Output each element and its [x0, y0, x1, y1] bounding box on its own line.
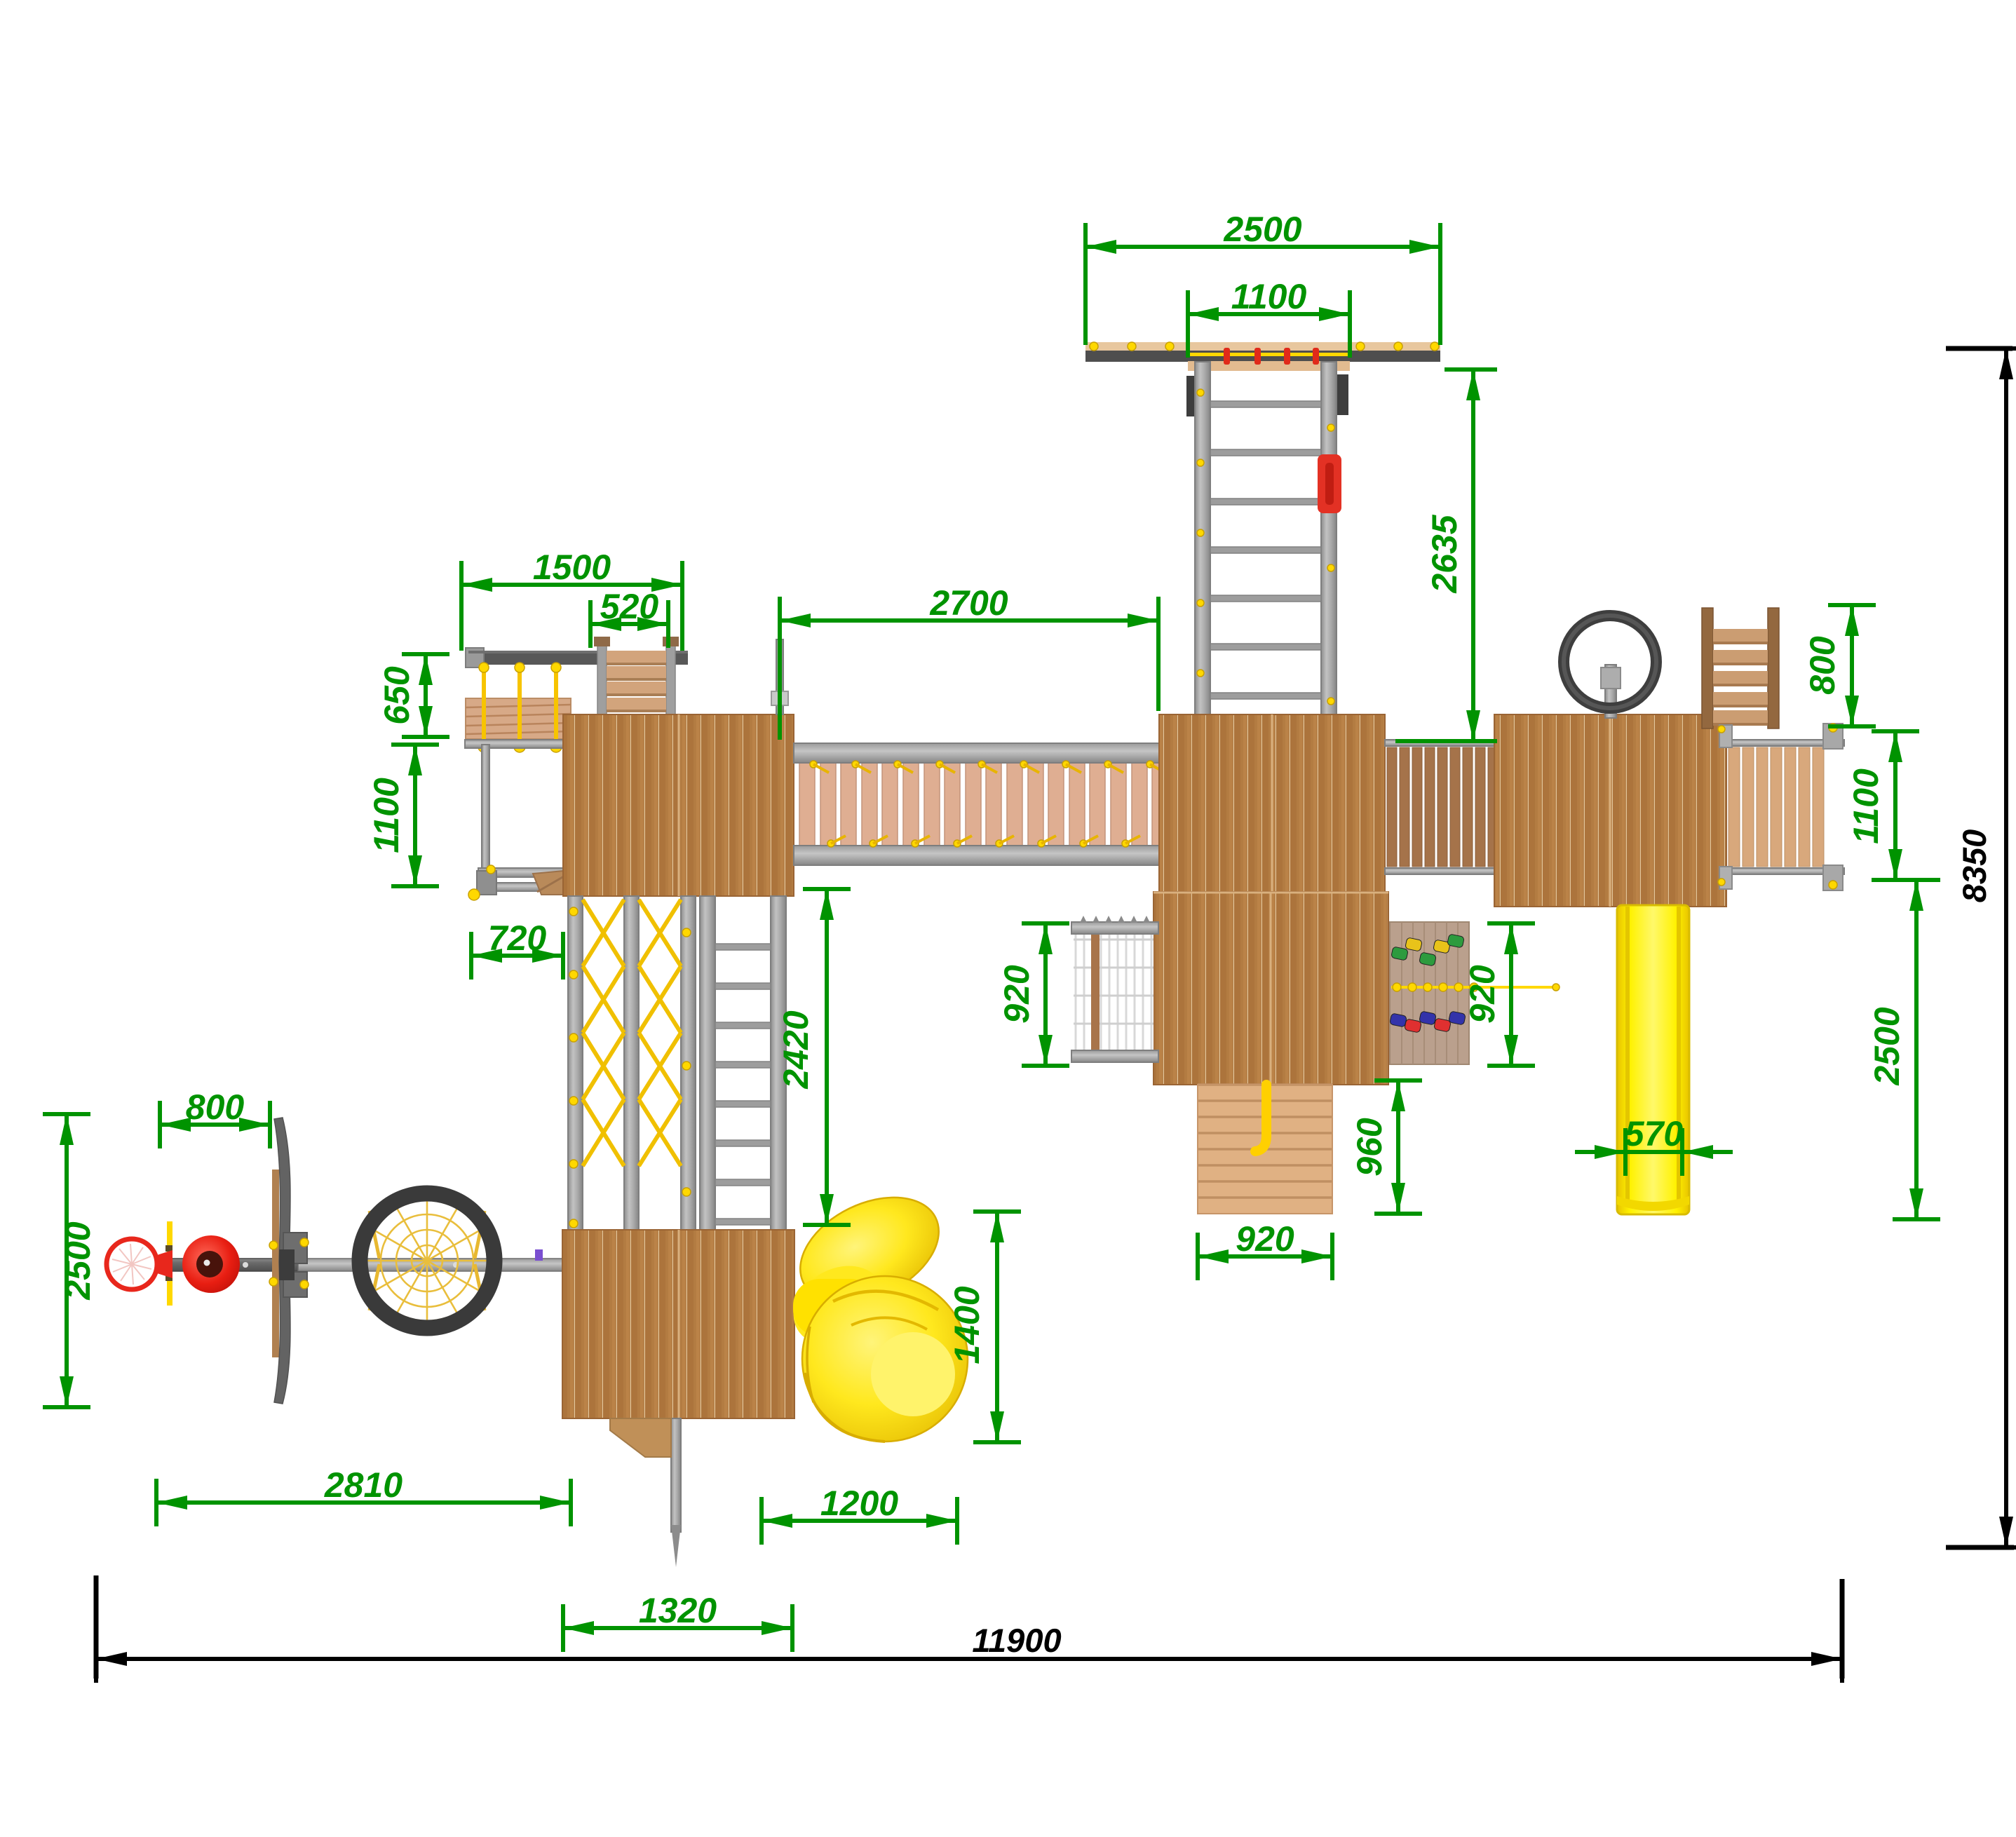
svg-text:2700: 2700: [929, 583, 1008, 623]
svg-text:920: 920: [1236, 1219, 1294, 1259]
svg-text:8350: 8350: [1956, 829, 1993, 903]
svg-text:2500: 2500: [1867, 1007, 1907, 1085]
svg-text:520: 520: [600, 587, 659, 626]
svg-text:1100: 1100: [1231, 277, 1307, 316]
svg-text:1100: 1100: [1846, 768, 1886, 844]
svg-text:2500: 2500: [58, 1221, 97, 1300]
svg-text:1400: 1400: [947, 1286, 987, 1364]
svg-text:2500: 2500: [1223, 210, 1301, 249]
svg-text:570: 570: [1625, 1114, 1684, 1153]
svg-text:720: 720: [488, 918, 547, 958]
svg-text:920: 920: [997, 965, 1036, 1024]
svg-text:2420: 2420: [776, 1010, 816, 1089]
svg-text:960: 960: [1350, 1118, 1389, 1177]
svg-text:800: 800: [1803, 636, 1842, 695]
svg-text:2635: 2635: [1425, 514, 1464, 593]
svg-text:11900: 11900: [972, 1622, 1061, 1659]
svg-text:1500: 1500: [533, 548, 611, 587]
svg-text:1200: 1200: [820, 1484, 898, 1523]
svg-text:1320: 1320: [639, 1591, 717, 1630]
svg-text:800: 800: [186, 1087, 245, 1127]
svg-text:650: 650: [377, 666, 417, 725]
svg-text:920: 920: [1463, 965, 1502, 1024]
svg-text:1100: 1100: [367, 778, 406, 853]
svg-text:2810: 2810: [324, 1465, 402, 1505]
